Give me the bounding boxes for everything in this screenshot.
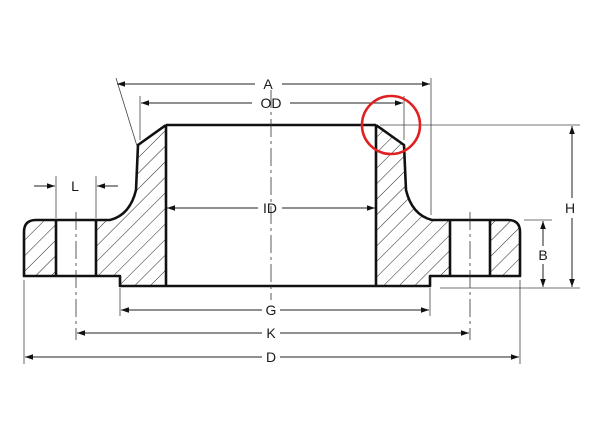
right-flange-outer-section xyxy=(490,220,520,276)
dimension-labels: A OD ID L H B G K D xyxy=(71,76,575,365)
extension-lines xyxy=(23,77,580,364)
label-H: H xyxy=(565,200,575,216)
label-L: L xyxy=(71,178,79,194)
label-ID: ID xyxy=(263,200,277,216)
right-hub-section xyxy=(376,125,450,286)
right-profile-outline xyxy=(375,123,522,288)
ext-A-left xyxy=(115,77,138,147)
label-B: B xyxy=(538,247,547,263)
highlight-circle xyxy=(360,94,422,156)
label-K: K xyxy=(266,325,276,341)
label-A: A xyxy=(263,76,273,92)
label-G: G xyxy=(266,302,277,318)
dimension-lines xyxy=(25,81,575,360)
left-flange-outer-section xyxy=(24,220,56,276)
label-OD: OD xyxy=(261,95,282,111)
label-D: D xyxy=(266,349,276,365)
left-profile-outline xyxy=(22,123,167,288)
centerlines xyxy=(75,90,471,340)
